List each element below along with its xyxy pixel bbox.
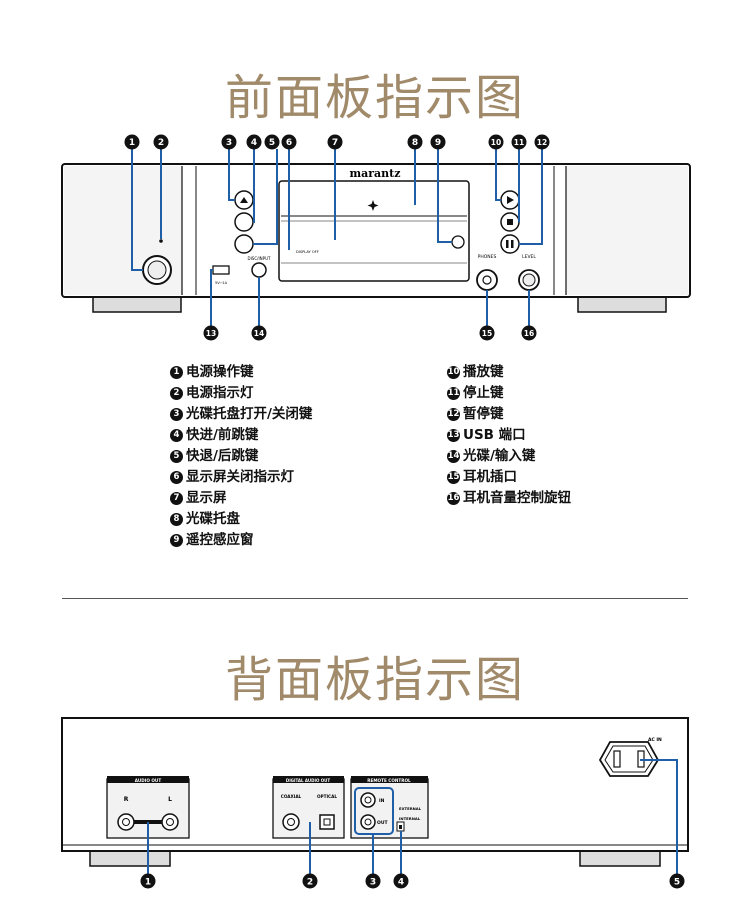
audio-out-r-label: R <box>124 796 129 803</box>
usb-label: 5V⎓1A <box>215 281 228 285</box>
remote-in-label: IN <box>379 798 385 804</box>
usb-port <box>212 265 230 275</box>
disc-input-button <box>251 262 267 278</box>
svg-text:16: 16 <box>524 329 534 338</box>
front-callout-9: 9 <box>430 134 446 150</box>
svg-text:2: 2 <box>307 878 313 888</box>
remote-out-label: OUT <box>377 820 388 826</box>
svg-text:12: 12 <box>537 138 547 147</box>
disc-input-label: DISC/INPUT <box>248 256 271 261</box>
skip-forward-button <box>234 212 254 232</box>
remote-control-label: REMOTE CONTROL <box>367 778 411 783</box>
display-off-label: DISPLAY OFF <box>296 250 319 254</box>
power-indicator <box>159 239 163 243</box>
front-callout-12: 12 <box>534 134 550 150</box>
digital-audio-out-label: DIGITAL AUDIO OUT <box>286 778 331 783</box>
svg-text:2: 2 <box>158 138 164 148</box>
svg-text:14: 14 <box>254 329 264 338</box>
front-panel: marantz PHONES LEVEL DISC/INPUT DISPLAY … <box>61 134 691 341</box>
front-panel-title: 前面板指示图 <box>224 70 525 126</box>
front-callout-15: 15 <box>479 325 495 341</box>
svg-text:9: 9 <box>435 138 441 148</box>
rear-callouts: 1 2 3 4 5 <box>140 873 685 889</box>
rear-callout-2: 2 <box>302 873 318 889</box>
svg-text:11: 11 <box>514 138 524 147</box>
rear-leader-lines <box>147 759 678 874</box>
front-callout-3: 3 <box>221 134 237 150</box>
svg-text:3: 3 <box>370 878 376 888</box>
svg-text:13: 13 <box>206 329 216 338</box>
pause-button <box>500 234 520 254</box>
front-callout-1: 1 <box>124 134 140 150</box>
section-divider <box>62 598 688 599</box>
rear-panel-title: 背面板指示图 <box>224 652 525 708</box>
rear-panel: AUDIO OUT R L DIGITAL AUDIO OUT COAXIAL … <box>61 717 689 889</box>
internal-label: INTERNAL <box>399 816 421 821</box>
brand-logo: marantz <box>349 167 400 180</box>
svg-text:10: 10 <box>491 138 501 147</box>
front-callout-10: 10 <box>488 134 504 150</box>
phones-label: PHONES <box>478 254 497 260</box>
rear-callout-4: 4 <box>393 873 409 889</box>
front-callout-11: 11 <box>511 134 527 150</box>
svg-text:4: 4 <box>251 138 257 148</box>
coaxial-label: COAXIAL <box>281 794 302 799</box>
remote-sensor <box>451 235 465 249</box>
front-callout-14: 14 <box>251 325 267 341</box>
front-callout-4: 4 <box>246 134 262 150</box>
front-callout-8: 8 <box>407 134 423 150</box>
front-callout-7: 7 <box>327 134 343 150</box>
ac-in-label: AC IN <box>648 737 662 743</box>
front-callouts: 1 2 3 4 5 6 7 8 9 10 11 12 13 14 15 16 <box>124 134 550 341</box>
level-label: LEVEL <box>522 254 536 260</box>
svg-text:6: 6 <box>286 138 292 148</box>
svg-text:8: 8 <box>412 138 418 148</box>
front-callout-6: 6 <box>281 134 297 150</box>
rear-callout-5: 5 <box>669 873 685 889</box>
logo-star <box>367 200 379 211</box>
svg-text:3: 3 <box>226 138 232 148</box>
rear-callout-1: 1 <box>140 873 156 889</box>
external-label: EXTERNAL <box>399 806 422 811</box>
svg-text:5: 5 <box>674 878 680 888</box>
front-callout-16: 16 <box>521 325 537 341</box>
front-callout-13: 13 <box>203 325 219 341</box>
svg-text:15: 15 <box>482 329 492 338</box>
display-area <box>278 180 470 282</box>
svg-text:4: 4 <box>398 878 404 888</box>
audio-out-l-label: L <box>168 796 172 803</box>
rear-callout-3: 3 <box>365 873 381 889</box>
optical-label: OPTICAL <box>317 794 337 799</box>
audio-out-label: AUDIO OUT <box>135 778 162 783</box>
front-callout-5: 5 <box>264 134 280 150</box>
svg-text:1: 1 <box>129 138 135 148</box>
svg-text:1: 1 <box>145 878 151 888</box>
front-callout-2: 2 <box>153 134 169 150</box>
skip-back-button <box>234 234 254 254</box>
svg-text:5: 5 <box>269 138 275 148</box>
svg-text:7: 7 <box>332 138 338 148</box>
front-leader-lines <box>131 149 543 330</box>
